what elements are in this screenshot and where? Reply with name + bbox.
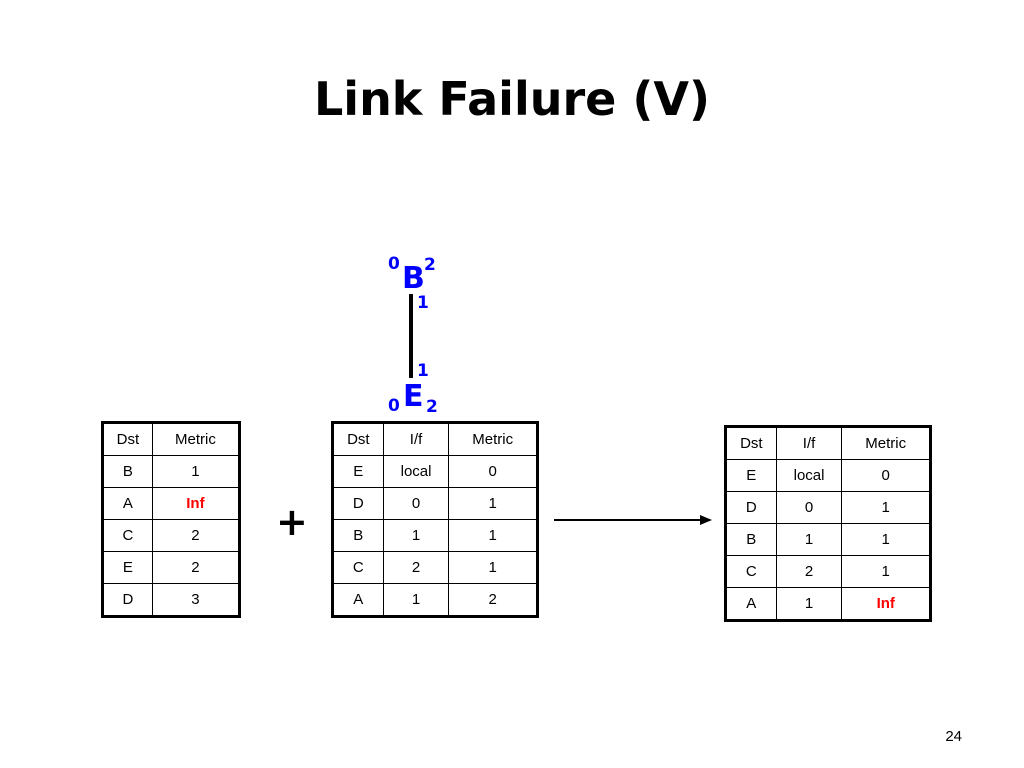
table-header-row: Dst Metric bbox=[102, 422, 241, 456]
table-row: C 2 bbox=[102, 519, 241, 552]
node-b-port-bottom: 1 bbox=[417, 293, 429, 313]
table-row: A Inf bbox=[102, 487, 241, 520]
table-cell: 0 bbox=[841, 459, 931, 492]
table-cell: A bbox=[332, 583, 384, 617]
table-header-cell: Dst bbox=[102, 422, 153, 456]
table-row: D 0 1 bbox=[725, 491, 931, 524]
table-cell: local bbox=[382, 455, 450, 488]
table-cell: C bbox=[725, 555, 777, 588]
table-header-cell: Metric bbox=[151, 422, 241, 456]
table-cell-inf: Inf bbox=[841, 587, 931, 621]
link-b-e bbox=[409, 294, 413, 378]
table-cell: 2 bbox=[448, 583, 538, 617]
table-cell: 1 bbox=[382, 583, 450, 617]
table-cell: 1 bbox=[775, 523, 843, 556]
table-cell: D bbox=[332, 487, 384, 520]
node-b-port-left: 0 bbox=[388, 254, 400, 274]
table-header-cell: Metric bbox=[841, 426, 931, 460]
node-e-port-top: 1 bbox=[417, 361, 429, 381]
updated-routing-table: Dst I/f Metric E local 0 D 0 1 B 1 1 C 2… bbox=[724, 425, 932, 622]
table-row: B 1 1 bbox=[332, 519, 538, 552]
table-cell: E bbox=[102, 551, 153, 584]
table-cell-inf: Inf bbox=[151, 487, 241, 520]
node-e-port-right: 2 bbox=[426, 397, 438, 417]
table-row: C 2 1 bbox=[332, 551, 538, 584]
table-cell: 1 bbox=[841, 491, 931, 524]
table-cell: 1 bbox=[382, 519, 450, 552]
table-row: D 3 bbox=[102, 583, 241, 617]
table-cell: local bbox=[775, 459, 843, 492]
table-row: B 1 1 bbox=[725, 523, 931, 556]
table-header-cell: Metric bbox=[448, 422, 538, 456]
table-cell: 1 bbox=[448, 519, 538, 552]
table-cell: B bbox=[332, 519, 384, 552]
node-e-label: E bbox=[403, 379, 424, 414]
table-header-row: Dst I/f Metric bbox=[332, 422, 538, 456]
table-header-cell: Dst bbox=[725, 426, 777, 460]
current-routing-table: Dst I/f Metric E local 0 D 0 1 B 1 1 C 2… bbox=[331, 421, 539, 618]
table-cell: E bbox=[725, 459, 777, 492]
table-row: E local 0 bbox=[725, 459, 931, 492]
table-header-cell: I/f bbox=[382, 422, 450, 456]
table-cell: D bbox=[725, 491, 777, 524]
table-cell: D bbox=[102, 583, 153, 617]
table-cell: 1 bbox=[841, 523, 931, 556]
slide-title: Link Failure (V) bbox=[313, 72, 711, 126]
table-cell: C bbox=[332, 551, 384, 584]
table-header-cell: I/f bbox=[775, 426, 843, 460]
table-cell: 0 bbox=[382, 487, 450, 520]
table-cell: E bbox=[332, 455, 384, 488]
table-cell: B bbox=[725, 523, 777, 556]
table-cell: 1 bbox=[448, 487, 538, 520]
table-cell: 2 bbox=[151, 551, 241, 584]
received-routing-table: Dst Metric B 1 A Inf C 2 E 2 D 3 bbox=[101, 421, 241, 618]
table-cell: 1 bbox=[775, 587, 843, 621]
plus-sign: + bbox=[276, 500, 308, 544]
node-b-port-right: 2 bbox=[424, 255, 436, 275]
table-cell: 1 bbox=[151, 455, 241, 488]
table-cell: 2 bbox=[775, 555, 843, 588]
table-cell: 2 bbox=[382, 551, 450, 584]
node-b-label: B bbox=[402, 261, 425, 296]
table-header-cell: Dst bbox=[332, 422, 384, 456]
table-row: C 2 1 bbox=[725, 555, 931, 588]
node-e-port-left: 0 bbox=[388, 396, 400, 416]
table-row: A 1 2 bbox=[332, 583, 538, 617]
table-header-row: Dst I/f Metric bbox=[725, 426, 931, 460]
table-row: A 1 Inf bbox=[725, 587, 931, 621]
table-cell: 3 bbox=[151, 583, 241, 617]
table-cell: B bbox=[102, 455, 153, 488]
page-number: 24 bbox=[945, 728, 962, 745]
table-row: B 1 bbox=[102, 455, 241, 488]
table-cell: 0 bbox=[775, 491, 843, 524]
table-cell: 2 bbox=[151, 519, 241, 552]
table-row: E local 0 bbox=[332, 455, 538, 488]
table-cell: 1 bbox=[841, 555, 931, 588]
table-cell: A bbox=[102, 487, 153, 520]
table-row: E 2 bbox=[102, 551, 241, 584]
table-cell: A bbox=[725, 587, 777, 621]
table-row: D 0 1 bbox=[332, 487, 538, 520]
table-cell: 0 bbox=[448, 455, 538, 488]
table-cell: C bbox=[102, 519, 153, 552]
result-arrow-icon bbox=[554, 515, 712, 525]
table-cell: 1 bbox=[448, 551, 538, 584]
